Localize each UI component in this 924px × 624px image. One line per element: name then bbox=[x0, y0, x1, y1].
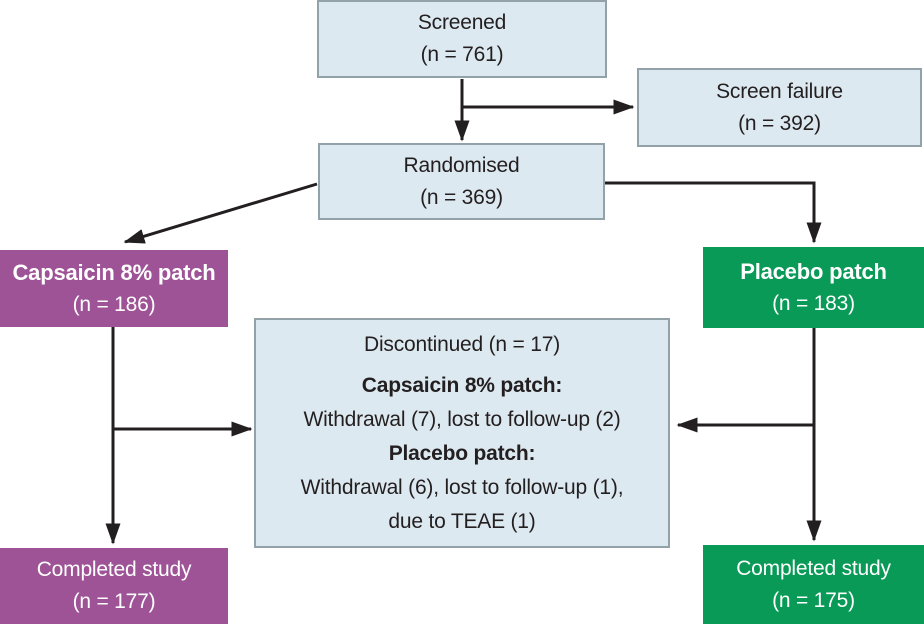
discontinued-title: Discontinued (n = 17) bbox=[364, 332, 560, 356]
screened-box: Screened (n = 761) bbox=[317, 0, 607, 78]
randomised-count: (n = 369) bbox=[420, 185, 503, 209]
discontinued-placebo-heading: Placebo patch: bbox=[388, 441, 536, 465]
screen-failure-count: (n = 392) bbox=[738, 111, 821, 135]
capsaicin-arm-box: Capsaicin 8% patch (n = 186) bbox=[0, 250, 228, 327]
discontinued-placebo-detail-line2: due to TEAE (1) bbox=[388, 509, 536, 533]
capsaicin-arm-count: (n = 186) bbox=[72, 292, 156, 316]
placebo-arm-box: Placebo patch (n = 183) bbox=[703, 247, 924, 328]
screened-label: Screened bbox=[417, 11, 507, 34]
completed-capsaicin-label: Completed study bbox=[36, 558, 192, 581]
completed-capsaicin-box: Completed study (n = 177) bbox=[0, 548, 228, 624]
completed-capsaicin-count: (n = 177) bbox=[72, 590, 156, 613]
arrow-randomised-to-placebo bbox=[605, 181, 822, 244]
completed-placebo-count: (n = 175) bbox=[772, 588, 855, 612]
screen-failure-label: Screen failure bbox=[716, 79, 843, 103]
randomised-label: Randomised bbox=[403, 153, 520, 177]
discontinued-capsaicin-heading: Capsaicin 8% patch: bbox=[361, 373, 563, 397]
capsaicin-arm-label: Capsaicin 8% patch bbox=[12, 259, 216, 285]
discontinued-capsaicin-detail: Withdrawal (7), lost to follow-up (2) bbox=[303, 407, 621, 431]
randomised-box: Randomised (n = 369) bbox=[318, 143, 605, 220]
completed-placebo-label: Completed study bbox=[736, 556, 891, 580]
placebo-arm-count: (n = 183) bbox=[772, 291, 855, 315]
screened-count: (n = 761) bbox=[420, 43, 504, 66]
arrow-randomised-to-capsaicin bbox=[123, 182, 318, 244]
completed-placebo-box: Completed study (n = 175) bbox=[703, 545, 924, 624]
discontinued-placebo-detail-line1: Withdrawal (6), lost to follow-up (1), bbox=[300, 475, 624, 499]
discontinued-box: Discontinued (n = 17) Capsaicin 8% patch… bbox=[254, 318, 670, 548]
placebo-arm-label: Placebo patch bbox=[740, 258, 887, 284]
screen-failure-box: Screen failure (n = 392) bbox=[637, 68, 922, 147]
